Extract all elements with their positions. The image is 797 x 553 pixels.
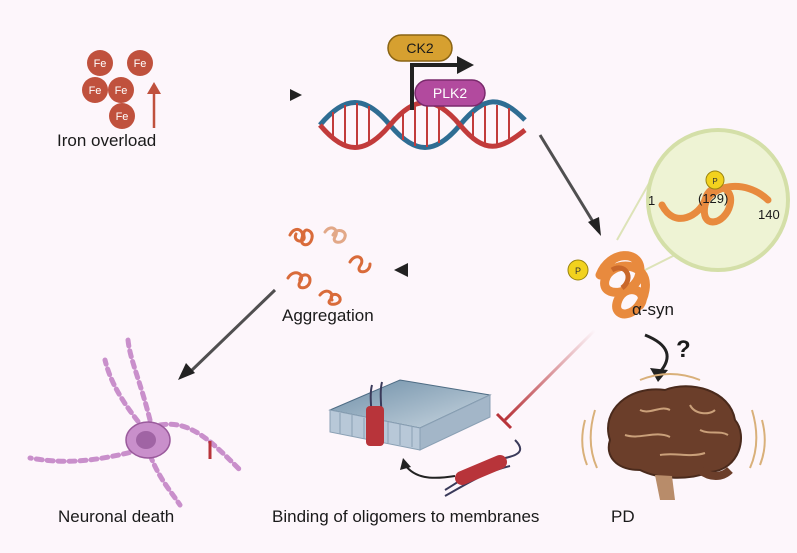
ck2-label: CK2 xyxy=(406,40,433,56)
dna-helix-icon xyxy=(318,99,527,150)
arrow-head xyxy=(394,263,408,277)
inhibit-bar xyxy=(495,412,513,430)
arrow-head xyxy=(290,89,302,101)
transcription-arrow-icon xyxy=(410,56,474,110)
plk2-label: PLK2 xyxy=(433,85,467,101)
increase-arrow-icon xyxy=(147,82,161,128)
aggregates-icon xyxy=(286,226,372,306)
phospho-label: P xyxy=(575,266,581,276)
arrow-dna-to-protein xyxy=(538,134,597,226)
membrane-binding-label: Binding of oligomers to membranes xyxy=(272,507,540,526)
residue-site: (129) xyxy=(698,191,728,206)
arrow-head xyxy=(178,363,195,380)
brain-icon xyxy=(581,373,766,500)
aggregation-label: Aggregation xyxy=(282,306,374,325)
inhibit-protein-to-membrane xyxy=(503,328,597,422)
phospho-label: P xyxy=(712,177,717,186)
alpha-syn-protein-icon xyxy=(595,251,650,319)
residue-start: 1 xyxy=(648,193,655,208)
neuronal-death-label: Neuronal death xyxy=(58,507,175,526)
fe-atom: Fe xyxy=(134,58,147,70)
fe-atom: Fe xyxy=(89,85,102,97)
fe-atom: Fe xyxy=(94,58,107,70)
zoom-inset xyxy=(616,128,790,272)
arrow-aggregation-to-neuron xyxy=(188,288,277,374)
pd-label: PD xyxy=(611,507,635,526)
arrow-protein-to-pd xyxy=(644,333,669,373)
arrow-head xyxy=(588,217,601,236)
fe-atom: Fe xyxy=(115,85,128,97)
neuron-icon xyxy=(27,337,243,508)
fe-atom: Fe xyxy=(116,111,129,123)
plk2-badge xyxy=(414,79,486,107)
unknown-link-question: ? xyxy=(676,336,691,363)
oligomer-icon xyxy=(444,439,522,497)
arrow-head xyxy=(400,458,411,470)
iron-overload-label: Iron overload xyxy=(57,131,157,150)
ck2-badge xyxy=(387,34,453,62)
residue-end: 140 xyxy=(758,207,780,222)
membrane-bilayer-icon xyxy=(328,379,492,451)
alpha-syn-label: α-syn xyxy=(632,300,674,319)
arrow-oligomer-to-membrane xyxy=(404,464,456,479)
phospho-icon xyxy=(567,259,589,281)
iron-atoms: Fe Fe Fe Fe Fe xyxy=(82,50,153,129)
phospho-icon xyxy=(705,170,725,190)
